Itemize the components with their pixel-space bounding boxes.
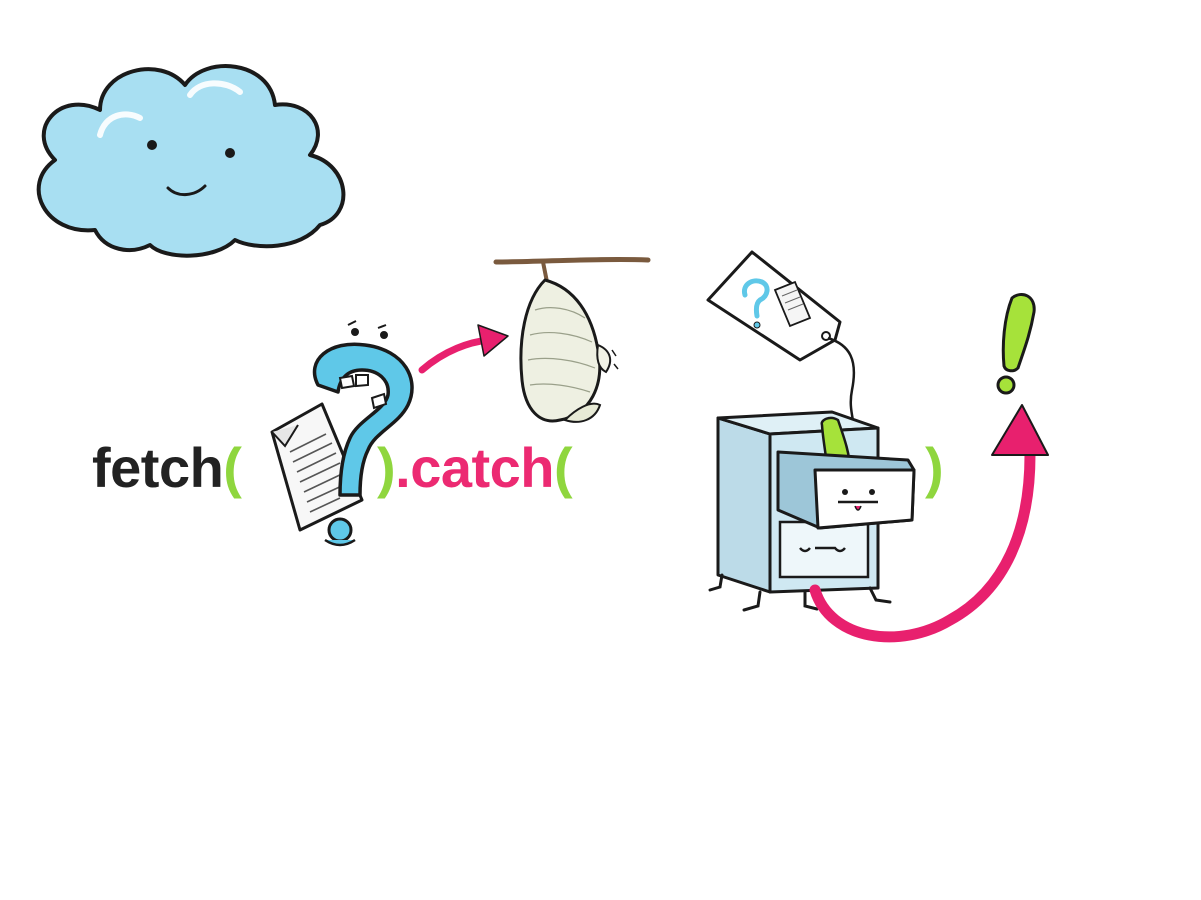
code-catch-close: ) bbox=[925, 440, 944, 496]
filing-cabinet-icon bbox=[708, 410, 916, 612]
cloud-smile bbox=[166, 184, 207, 196]
cloud-eye-right bbox=[225, 148, 235, 158]
catch-method-name: .catch bbox=[395, 436, 555, 499]
exclamation-mark-icon bbox=[996, 293, 1036, 395]
response-tag-icon bbox=[706, 250, 857, 441]
document-icon bbox=[270, 402, 364, 532]
code-catch: ).catch( bbox=[377, 440, 573, 496]
code-fetch: fetch( bbox=[92, 440, 242, 496]
catch-close-paren: ) bbox=[925, 436, 944, 499]
smiling-cloud-icon bbox=[36, 64, 346, 258]
cloud-eye-left bbox=[147, 140, 157, 150]
fetch-close-paren: ) bbox=[377, 436, 396, 499]
fetch-function-name: fetch bbox=[92, 436, 224, 499]
chrysalis-icon bbox=[493, 256, 651, 423]
question-mark-character-icon bbox=[270, 320, 414, 547]
curved-arrow-icon bbox=[809, 404, 1049, 643]
curved-arrow-icon bbox=[418, 324, 509, 374]
catch-open-paren: ( bbox=[554, 436, 573, 499]
fetch-open-paren: ( bbox=[223, 436, 242, 499]
